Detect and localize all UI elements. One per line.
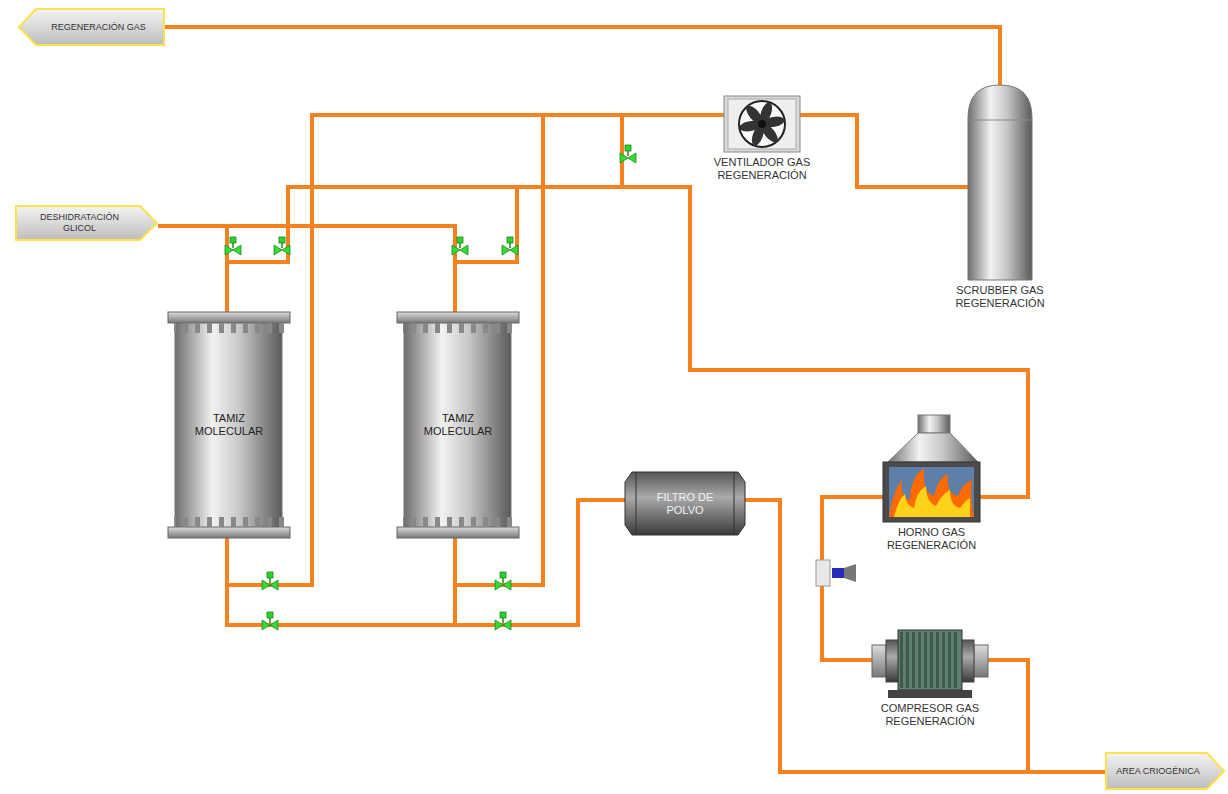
pipe — [158, 226, 227, 312]
compressor: COMPRESOR GAS REGENERACIÓN — [872, 630, 988, 698]
label-holder: DESHIDRATACIÓN GLICOL — [15, 205, 158, 241]
pipe — [227, 187, 1028, 497]
equipment-label: TAMIZ MOLECULAR — [189, 412, 269, 438]
dust-filter: FILTRO DE POLVO — [625, 472, 745, 535]
furnace: HORNO GAS REGENERACIÓN — [883, 415, 980, 522]
equipment-label: SCRUBBER GAS REGENERACIÓN — [925, 284, 1075, 310]
fan: VENTILADOR GAS REGENERACIÓN — [724, 96, 800, 152]
equipment-label: AREA CRIOGÉNICA — [1116, 766, 1200, 777]
pipe — [745, 500, 1028, 772]
pipe — [165, 27, 1000, 85]
equipment-label: TAMIZ MOLECULAR — [418, 412, 498, 438]
pipe — [822, 497, 883, 660]
outlet-tag: AREA CRIOGÉNICA — [1105, 752, 1225, 790]
pipe — [158, 226, 455, 312]
scrubber: SCRUBBER GAS REGENERACIÓN — [968, 85, 1032, 280]
molecular-sieve: TAMIZ MOLECULAR — [168, 312, 290, 538]
pipe — [455, 187, 1028, 497]
pipe — [227, 500, 625, 625]
equipment-label: COMPRESOR GAS REGENERACIÓN — [855, 702, 1005, 728]
equipment-label: FILTRO DE POLVO — [655, 491, 715, 517]
inlet-tag: REGENERACIÓN GAS — [18, 8, 165, 46]
equipment-label: HORNO GAS REGENERACIÓN — [857, 526, 1007, 552]
equipment-label: DESHIDRATACIÓN GLICOL — [25, 212, 134, 234]
molecular-sieve: TAMIZ MOLECULAR — [397, 312, 519, 538]
label-holder: AREA CRIOGÉNICA — [1105, 752, 1225, 790]
label-holder: TAMIZ MOLECULAR — [397, 312, 519, 538]
inlet-tag: DESHIDRATACIÓN GLICOL — [15, 205, 158, 241]
equipment-label: VENTILADOR GAS REGENERACIÓN — [687, 156, 837, 182]
pipe — [800, 115, 968, 187]
label-holder: TAMIZ MOLECULAR — [168, 312, 290, 538]
pipe — [745, 500, 1105, 772]
label-holder: REGENERACIÓN GAS — [18, 8, 165, 46]
equipment-label: REGENERACIÓN GAS — [51, 22, 146, 33]
label-holder: FILTRO DE POLVO — [625, 472, 745, 535]
